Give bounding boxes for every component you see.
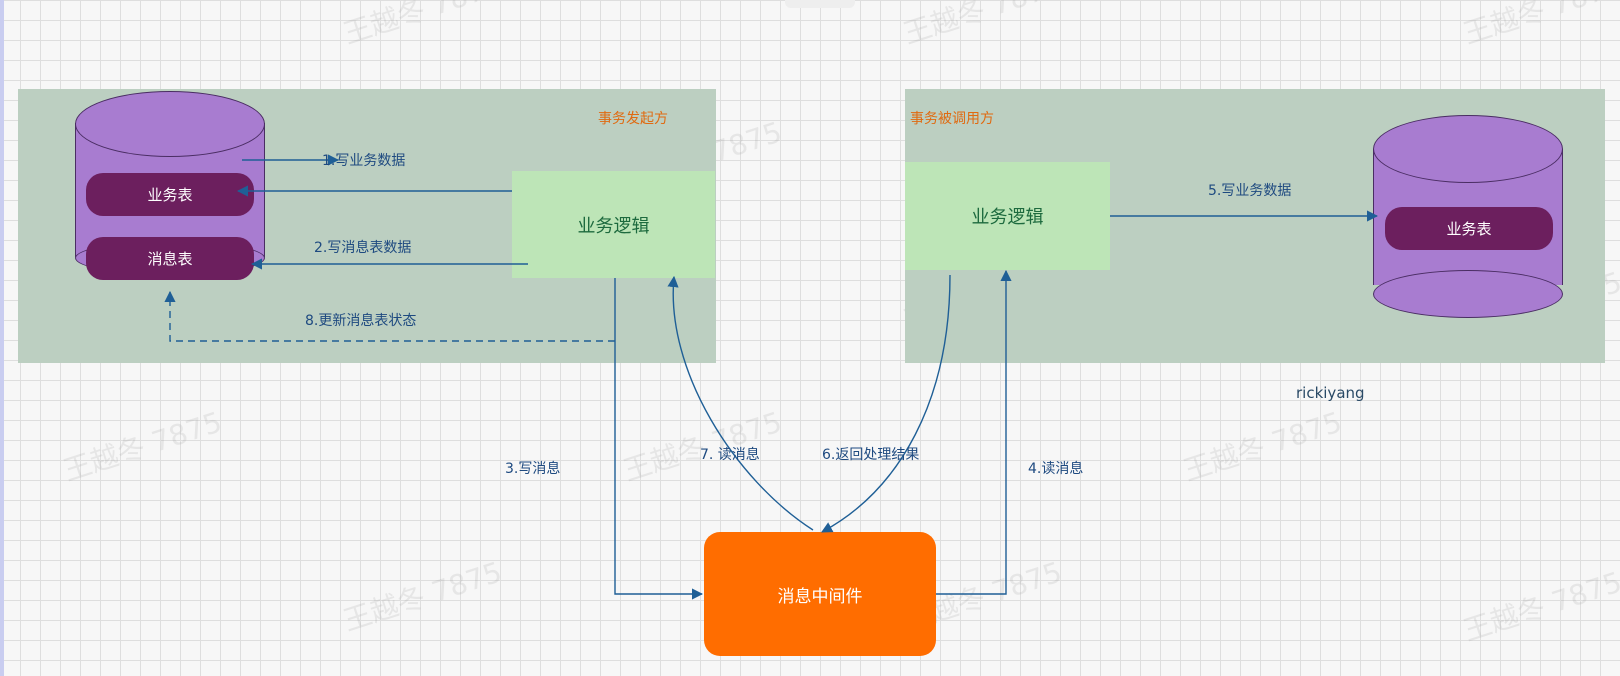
edge-label-6: 6.返回处理结果 — [822, 447, 920, 463]
edge-label-1: 1.写业务数据 — [322, 153, 406, 169]
initiator-business-logic[interactable]: 业务逻辑 — [512, 171, 715, 278]
edge-label-8: 8.更新消息表状态 — [305, 313, 417, 329]
edge-label-7: 7. 读消息 — [700, 447, 760, 463]
edge-read-message-initiator — [667, 275, 814, 531]
edge-label-2: 2.写消息表数据 — [314, 240, 412, 256]
edge-label-5: 5.写业务数据 — [1208, 183, 1292, 199]
initiator-database-top — [75, 91, 265, 157]
callee-business-logic[interactable]: 业务逻辑 — [905, 162, 1110, 270]
canvas-left-edge — [0, 0, 4, 676]
initiator-panel-title: 事务发起方 — [598, 111, 668, 127]
author-label: rickiyang — [1296, 384, 1365, 402]
callee-database-bottom — [1373, 270, 1563, 318]
edge-label-3: 3.写消息 — [505, 461, 561, 477]
canvas-top-tab — [785, 0, 855, 8]
initiator-message-table[interactable]: 消息表 — [86, 237, 254, 280]
edge-label-4: 4.读消息 — [1028, 461, 1084, 477]
message-middleware[interactable]: 消息中间件 — [704, 532, 936, 656]
callee-panel-title: 事务被调用方 — [910, 111, 994, 127]
callee-database-top — [1373, 115, 1563, 183]
initiator-business-table[interactable]: 业务表 — [86, 173, 254, 216]
edge-read-message-callee — [936, 269, 1012, 595]
callee-business-table[interactable]: 业务表 — [1385, 207, 1553, 250]
edge-return-result — [821, 274, 951, 533]
edge-write-message — [614, 278, 704, 600]
edge-update-message-status — [164, 290, 615, 342]
